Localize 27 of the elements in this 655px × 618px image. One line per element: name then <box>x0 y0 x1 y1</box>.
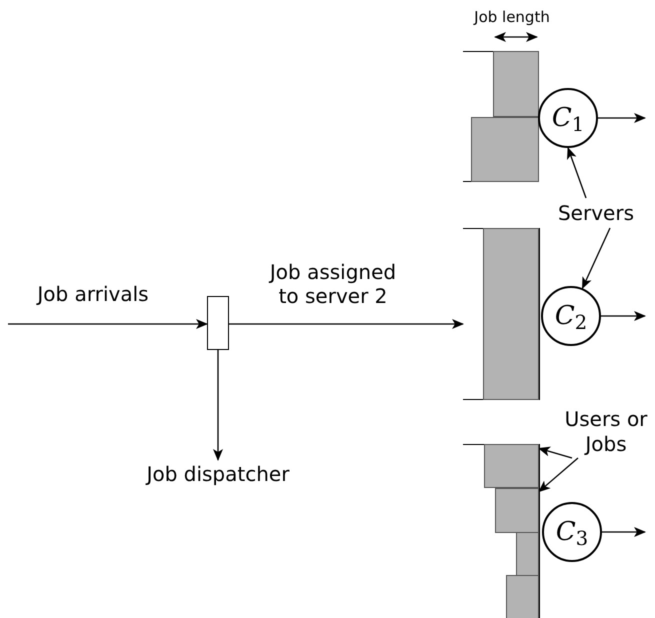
leader-line <box>567 147 587 198</box>
job-bar <box>483 228 539 400</box>
arrow <box>8 319 208 329</box>
arrow <box>229 319 464 329</box>
queue-buffer <box>463 228 540 400</box>
server-label: C$_{2}$ <box>554 303 588 329</box>
server-label: C$_{3}$ <box>556 519 588 545</box>
leader-line <box>538 446 572 459</box>
servers-text: Servers <box>558 203 634 223</box>
queue-buffer <box>463 51 539 182</box>
arrow <box>213 350 223 461</box>
job-bar <box>516 532 539 576</box>
job-bar <box>471 117 539 182</box>
job-bar <box>506 575 539 618</box>
job-bar <box>484 444 539 488</box>
arrow <box>602 527 646 537</box>
users-jobs-text: Users or Jobs <box>564 407 648 457</box>
arrow <box>598 113 646 123</box>
arrow <box>601 311 646 321</box>
job-bar <box>495 488 539 533</box>
queue-buffer <box>207 296 229 350</box>
job-bar <box>493 51 539 117</box>
dimension-label: Job length <box>474 10 550 25</box>
dispatcher-text: Job dispatcher <box>146 464 290 484</box>
queue-buffer <box>463 444 540 618</box>
server-label: C$_{1}$ <box>552 105 584 131</box>
leader-line <box>538 458 578 492</box>
